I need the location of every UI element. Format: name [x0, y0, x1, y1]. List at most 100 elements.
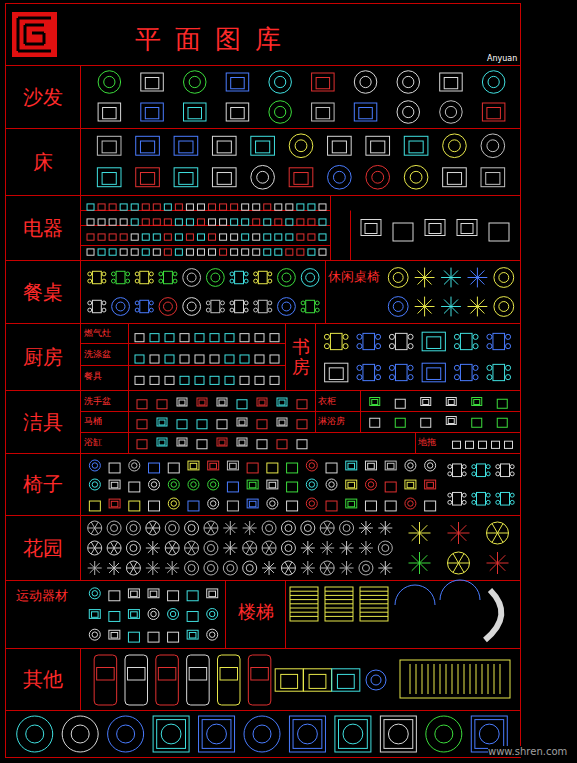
cad-block: [87, 204, 94, 210]
cad-block: [175, 219, 182, 225]
star-ray: [90, 563, 95, 568]
cell-line: [80, 649, 81, 711]
block-detail: [207, 545, 214, 552]
car-body: [218, 655, 241, 705]
cad-block: [131, 234, 138, 240]
cad-block: [225, 355, 234, 363]
cad-block: [297, 234, 304, 240]
block-outline: [385, 461, 396, 470]
escalator-step: [476, 664, 477, 694]
tree-branch: [269, 548, 276, 549]
cad-block: [231, 204, 238, 210]
star-ray: [458, 522, 459, 533]
star-ray: [424, 297, 425, 307]
cad-block: [149, 463, 160, 473]
cad-block: [128, 632, 139, 642]
small-block: [247, 463, 258, 473]
block-detail: [348, 482, 355, 488]
cad-block: [253, 219, 260, 225]
tree-branch: [133, 562, 137, 568]
table-top: [164, 271, 173, 283]
block-outline: [227, 461, 238, 470]
star-ray: [451, 277, 461, 278]
chair: [454, 375, 459, 380]
block-outline: [188, 479, 199, 490]
cad-block: [454, 364, 478, 380]
small-block: [472, 418, 482, 427]
block-outline: [204, 541, 218, 555]
block-detail: [337, 674, 354, 688]
cad-block: [257, 420, 267, 429]
category-cell: 餐桌: [6, 261, 80, 323]
block-detail: [159, 420, 165, 425]
small-block: [264, 204, 271, 210]
cad-block: [378, 541, 392, 555]
small-block: [89, 501, 100, 511]
block-detail: [170, 611, 176, 617]
stair-tread: [325, 603, 353, 604]
tree-branch: [285, 562, 289, 568]
escalator-outline: [400, 660, 510, 698]
star-ray: [451, 278, 458, 285]
cad-block: [197, 249, 204, 255]
star-ray: [148, 568, 153, 573]
chair: [244, 279, 248, 283]
cad-block: [441, 297, 461, 317]
small-block: [286, 204, 293, 210]
star-ray: [451, 268, 452, 278]
block-detail: [104, 76, 115, 87]
small-block: [225, 334, 234, 342]
star-ray: [380, 523, 385, 528]
block-outline: [17, 716, 53, 752]
block-detail: [253, 725, 271, 743]
small-block: [326, 501, 337, 511]
tree-canopy: [262, 541, 276, 555]
cad-block: [87, 249, 94, 255]
block-outline: [165, 521, 179, 535]
tree-branch: [192, 548, 196, 554]
small-block: [270, 355, 279, 363]
block-detail: [227, 565, 234, 572]
chair: [357, 365, 362, 370]
tree-branch: [130, 562, 134, 568]
cad-block: [312, 103, 335, 121]
cad-block: [206, 269, 224, 287]
tree-branch: [169, 542, 173, 548]
small-block: [220, 234, 227, 240]
logo-stroke: [18, 50, 51, 53]
tree-branch: [320, 568, 327, 569]
block-outline: [325, 363, 348, 382]
chair: [268, 279, 272, 283]
block-outline: [207, 589, 218, 598]
cad-block: [135, 355, 144, 363]
cad-block: [165, 521, 179, 535]
small-block: [286, 234, 293, 240]
star-ray: [420, 533, 428, 541]
category-cell: 椅子: [6, 454, 80, 515]
star-ray: [470, 307, 477, 314]
block-outline: [312, 103, 335, 121]
cad-block: [108, 716, 144, 752]
cad-block: [301, 300, 319, 312]
tree-branch: [327, 562, 331, 568]
small-block: [297, 219, 304, 225]
cad-block: [109, 219, 116, 225]
plan-outline: [153, 716, 189, 752]
cad-block: [98, 219, 105, 225]
cad-block: [153, 234, 160, 240]
chair: [487, 375, 492, 380]
star-ray: [148, 543, 153, 548]
small-block: [120, 249, 127, 255]
cad-block: [159, 271, 177, 283]
small-block: [109, 219, 116, 225]
small-block: [187, 612, 198, 622]
star-ray: [444, 278, 451, 285]
category-label: 餐桌: [23, 279, 63, 306]
block-outline: [346, 499, 357, 508]
cad-block: [454, 333, 478, 349]
chair: [324, 344, 329, 349]
outer-frame: [6, 4, 521, 758]
cad-block: [195, 334, 204, 342]
chair: [135, 272, 139, 276]
star-ray: [451, 299, 458, 306]
